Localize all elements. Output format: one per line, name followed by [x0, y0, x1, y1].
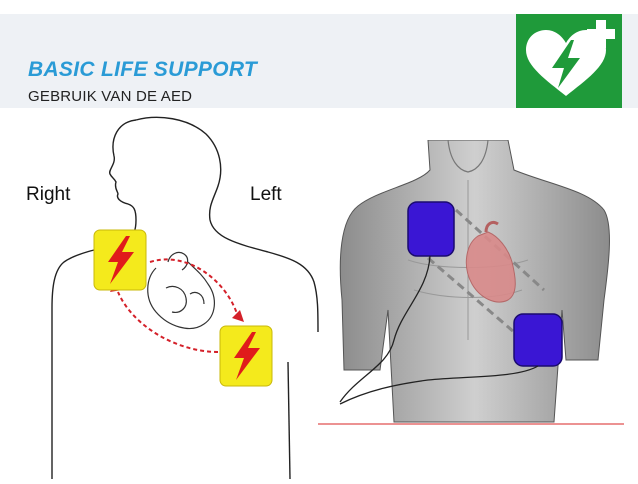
- arrow-upper: [149, 258, 239, 318]
- heart-illustration: [465, 231, 516, 303]
- heart-sketch: [147, 251, 215, 329]
- aed-logo: [516, 14, 622, 108]
- pad-lower-blue: [513, 313, 563, 367]
- arrowhead-lower-right: [232, 310, 244, 322]
- right-arm: [287, 361, 291, 480]
- pad-placement-diagram: Right Left: [18, 112, 328, 480]
- label-right: Right: [26, 184, 71, 205]
- wire-lower: [339, 365, 539, 405]
- back-of-head: [135, 116, 222, 221]
- torso-illustration: [318, 139, 624, 440]
- plus-icon: [587, 20, 615, 48]
- head-outline: [108, 119, 137, 243]
- pad-upper: [93, 229, 147, 291]
- wire-upper: [339, 255, 431, 403]
- pad-upper-blue: [407, 201, 455, 257]
- right-shoulder: [209, 219, 319, 333]
- lightning-bolt-icon: [552, 40, 580, 88]
- label-left: Left: [250, 184, 282, 205]
- slide-subtitle: GEBRUIK VAN DE AED: [28, 88, 193, 105]
- pad-path-lower: [427, 256, 515, 334]
- slide-title: BASIC LIFE SUPPORT: [28, 58, 258, 81]
- pad-lower: [219, 325, 273, 387]
- lightning-bolt-icon: [234, 332, 260, 380]
- lightning-bolt-icon: [108, 236, 134, 284]
